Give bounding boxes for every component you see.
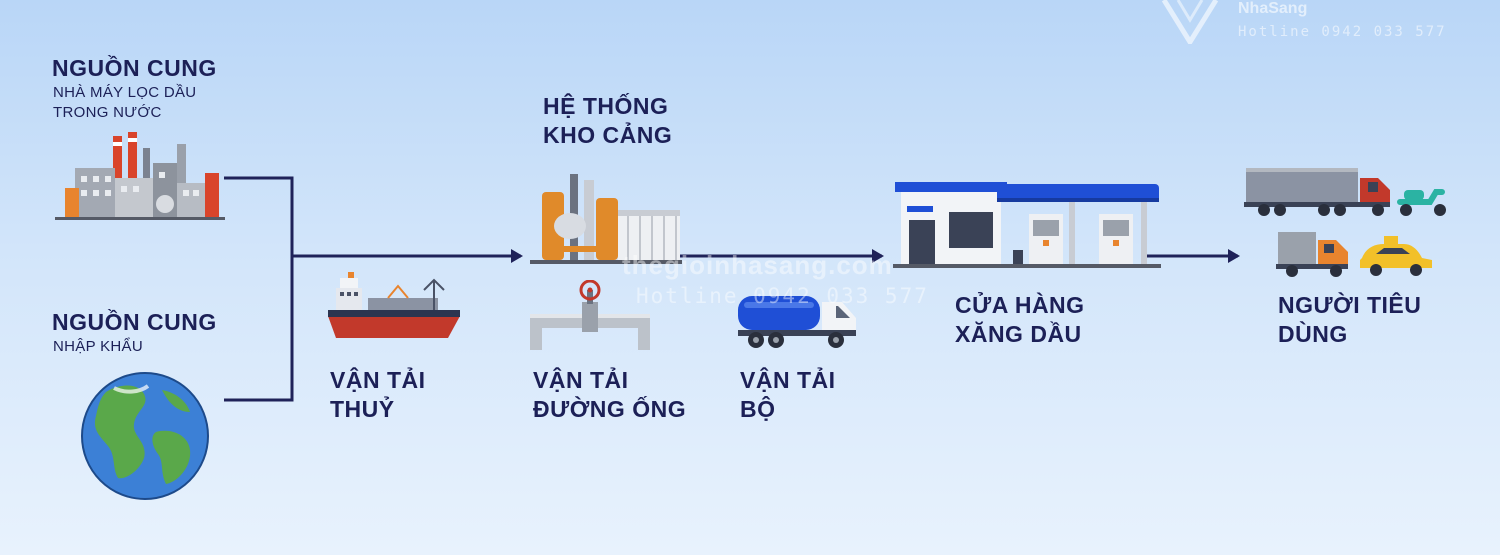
supply-import-title: NGUỒN CUNG bbox=[52, 309, 217, 335]
road-label: VẬN TẢI BỘ bbox=[740, 367, 836, 422]
tanker-truck-icon bbox=[738, 296, 856, 348]
supply-import-subtitle: NHẬP KHẨU bbox=[53, 338, 143, 355]
pipeline-valve-icon bbox=[530, 280, 650, 350]
depot-label: HỆ THỐNG KHO CẢNG bbox=[543, 93, 673, 148]
brand-logo-icon bbox=[1161, 0, 1219, 44]
supply-domestic-subtitle: NHÀ MÁY LỌC DẦU TRONG NƯỚC bbox=[53, 84, 197, 121]
watermark-hotline: Hotline 0942 033 577 bbox=[1238, 24, 1447, 40]
vehicles-icon bbox=[1244, 168, 1446, 277]
watermark-site: thegioinhasang.com bbox=[622, 250, 893, 280]
waterway-label: VẬN TẢI THUỶ bbox=[330, 367, 426, 422]
tanker-ship-icon bbox=[328, 272, 460, 338]
consumer-label: NGƯỜI TIÊU DÙNG bbox=[1278, 292, 1422, 347]
station-label: CỬA HÀNG XĂNG DẦU bbox=[955, 292, 1085, 347]
factory-icon bbox=[55, 132, 225, 220]
gas-station-icon bbox=[893, 182, 1161, 268]
globe-icon bbox=[81, 372, 209, 500]
pipeline-label: VẬN TẢI ĐƯỜNG ỐNG bbox=[533, 367, 687, 422]
watermark-hotline-center: Hotline 0942 033 577 bbox=[636, 284, 929, 308]
supply-domestic-title: NGUỒN CUNG bbox=[52, 55, 217, 81]
oil-depot-icon bbox=[530, 174, 682, 264]
watermark-brand: NhaSang bbox=[1238, 0, 1308, 17]
connector-domestic bbox=[224, 176, 294, 402]
